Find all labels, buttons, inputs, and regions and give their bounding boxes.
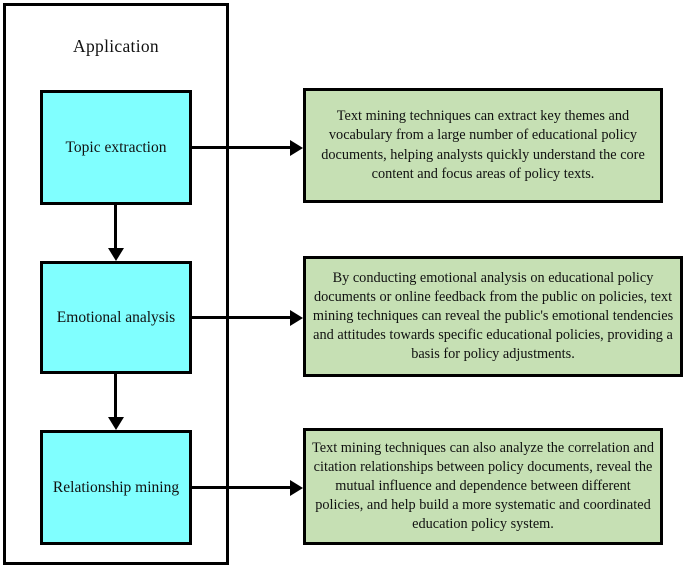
arrow-right-icon [290,310,303,326]
step-box-emotional-analysis: Emotional analysis [40,261,192,374]
description-text-topic-extraction: Text mining techniques can extract key t… [321,108,645,182]
arrow-down-icon [108,248,124,261]
arrow-emotional-to-description-line [192,316,292,319]
description-box-topic-extraction: Text mining techniques can extract key t… [303,88,663,203]
arrow-topic-to-description-line [192,146,292,149]
description-text-emotional-analysis: By conducting emotional analysis on educ… [312,269,674,363]
arrow-topic-to-emotional-line [114,205,117,250]
description-box-relationship-mining: Text mining techniques can also analyze … [303,428,663,545]
arrow-down-icon [108,417,124,430]
description-text-relationship-mining: Text mining techniques can also analyze … [312,439,654,533]
step-label-emotional-analysis: Emotional analysis [56,308,176,326]
step-box-topic-extraction: Topic extraction [40,90,192,205]
arrow-emotional-to-relationship-line [114,374,117,419]
arrow-right-icon [290,140,303,156]
arrow-relationship-to-description-line [192,486,292,489]
arrow-right-icon [290,480,303,496]
step-label-relationship-mining: Relationship mining [52,478,180,496]
application-title: Application [73,36,159,56]
step-box-relationship-mining: Relationship mining [40,430,192,545]
description-box-emotional-analysis: By conducting emotional analysis on educ… [303,256,683,377]
step-label-topic-extraction: Topic extraction [65,138,167,156]
